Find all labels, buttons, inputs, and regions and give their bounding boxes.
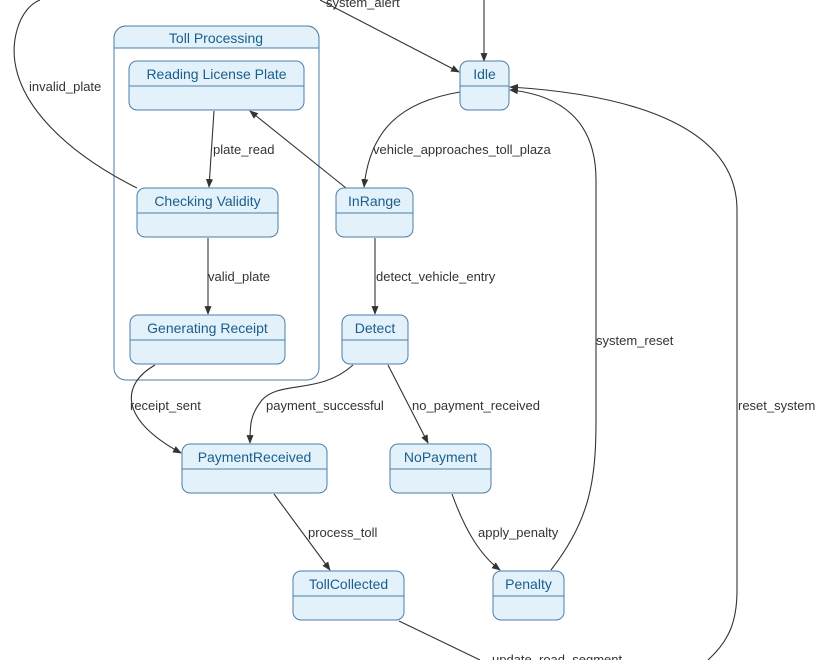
- edge-invalid-plate: [13, 0, 138, 189]
- state-toll-collected[interactable]: TollCollected: [292, 570, 405, 621]
- label-vehicle-approaches: vehicle_approaches_toll_plaza: [373, 142, 552, 157]
- label-update-road-segment: update_road_segment: [492, 652, 622, 660]
- state-generating-receipt[interactable]: Generating Receipt: [129, 314, 286, 365]
- state-inrange[interactable]: InRange: [335, 187, 414, 238]
- edge-reset-system: [509, 83, 738, 660]
- state-label-payment-received: PaymentReceived: [198, 449, 312, 465]
- state-label-idle: Idle: [473, 66, 496, 82]
- label-system-reset: system_reset: [596, 333, 674, 348]
- edge-apply-penalty: [451, 493, 501, 571]
- edge-update-road-segment: [398, 620, 481, 660]
- edge-receipt-sent: [130, 364, 182, 454]
- label-valid-plate: valid_plate: [208, 269, 270, 284]
- state-label-penalty: Penalty: [505, 576, 552, 592]
- state-idle[interactable]: Idle: [459, 60, 510, 111]
- edge-plate-read: [206, 110, 215, 188]
- composite-label: Toll Processing: [169, 30, 263, 46]
- state-label-reading-license-plate: Reading License Plate: [146, 66, 286, 82]
- label-no-payment-received: no_payment_received: [412, 398, 540, 413]
- transition-labels: system_alert invalid_plate plate_read ve…: [29, 0, 815, 660]
- state-label-detect: Detect: [355, 320, 396, 336]
- state-label-toll-collected: TollCollected: [309, 576, 388, 592]
- edge-vehicle-approaches: [361, 91, 461, 188]
- edge-no-payment-received: [387, 364, 429, 444]
- label-system-alert: system_alert: [326, 0, 400, 10]
- edge-system-alert: [319, 0, 460, 73]
- edge-system-reset: [509, 87, 597, 571]
- state-penalty[interactable]: Penalty: [492, 570, 565, 621]
- label-payment-successful: payment_successful: [266, 398, 384, 413]
- label-detect-vehicle-entry: detect_vehicle_entry: [376, 269, 496, 284]
- state-label-inrange: InRange: [348, 193, 401, 209]
- state-checking-validity[interactable]: Checking Validity: [136, 187, 279, 238]
- label-plate-read: plate_read: [213, 142, 274, 157]
- transitions: [13, 0, 738, 660]
- label-reset-system: reset_system: [738, 398, 815, 413]
- state-detect[interactable]: Detect: [341, 314, 409, 365]
- label-process-toll: process_toll: [308, 525, 377, 540]
- edge-process-toll: [273, 493, 331, 571]
- state-no-payment[interactable]: NoPayment: [389, 443, 492, 494]
- label-receipt-sent: receipt_sent: [130, 398, 201, 413]
- edge-payment-successful: [246, 364, 354, 444]
- edge-inrange-to-reading: [249, 110, 347, 189]
- label-invalid-plate: invalid_plate: [29, 79, 101, 94]
- state-label-checking-validity: Checking Validity: [154, 193, 260, 209]
- state-label-no-payment: NoPayment: [404, 449, 477, 465]
- label-apply-penalty: apply_penalty: [478, 525, 559, 540]
- state-reading-license-plate[interactable]: Reading License Plate: [128, 60, 305, 111]
- state-label-generating-receipt: Generating Receipt: [147, 320, 268, 336]
- state-payment-received[interactable]: PaymentReceived: [181, 443, 328, 494]
